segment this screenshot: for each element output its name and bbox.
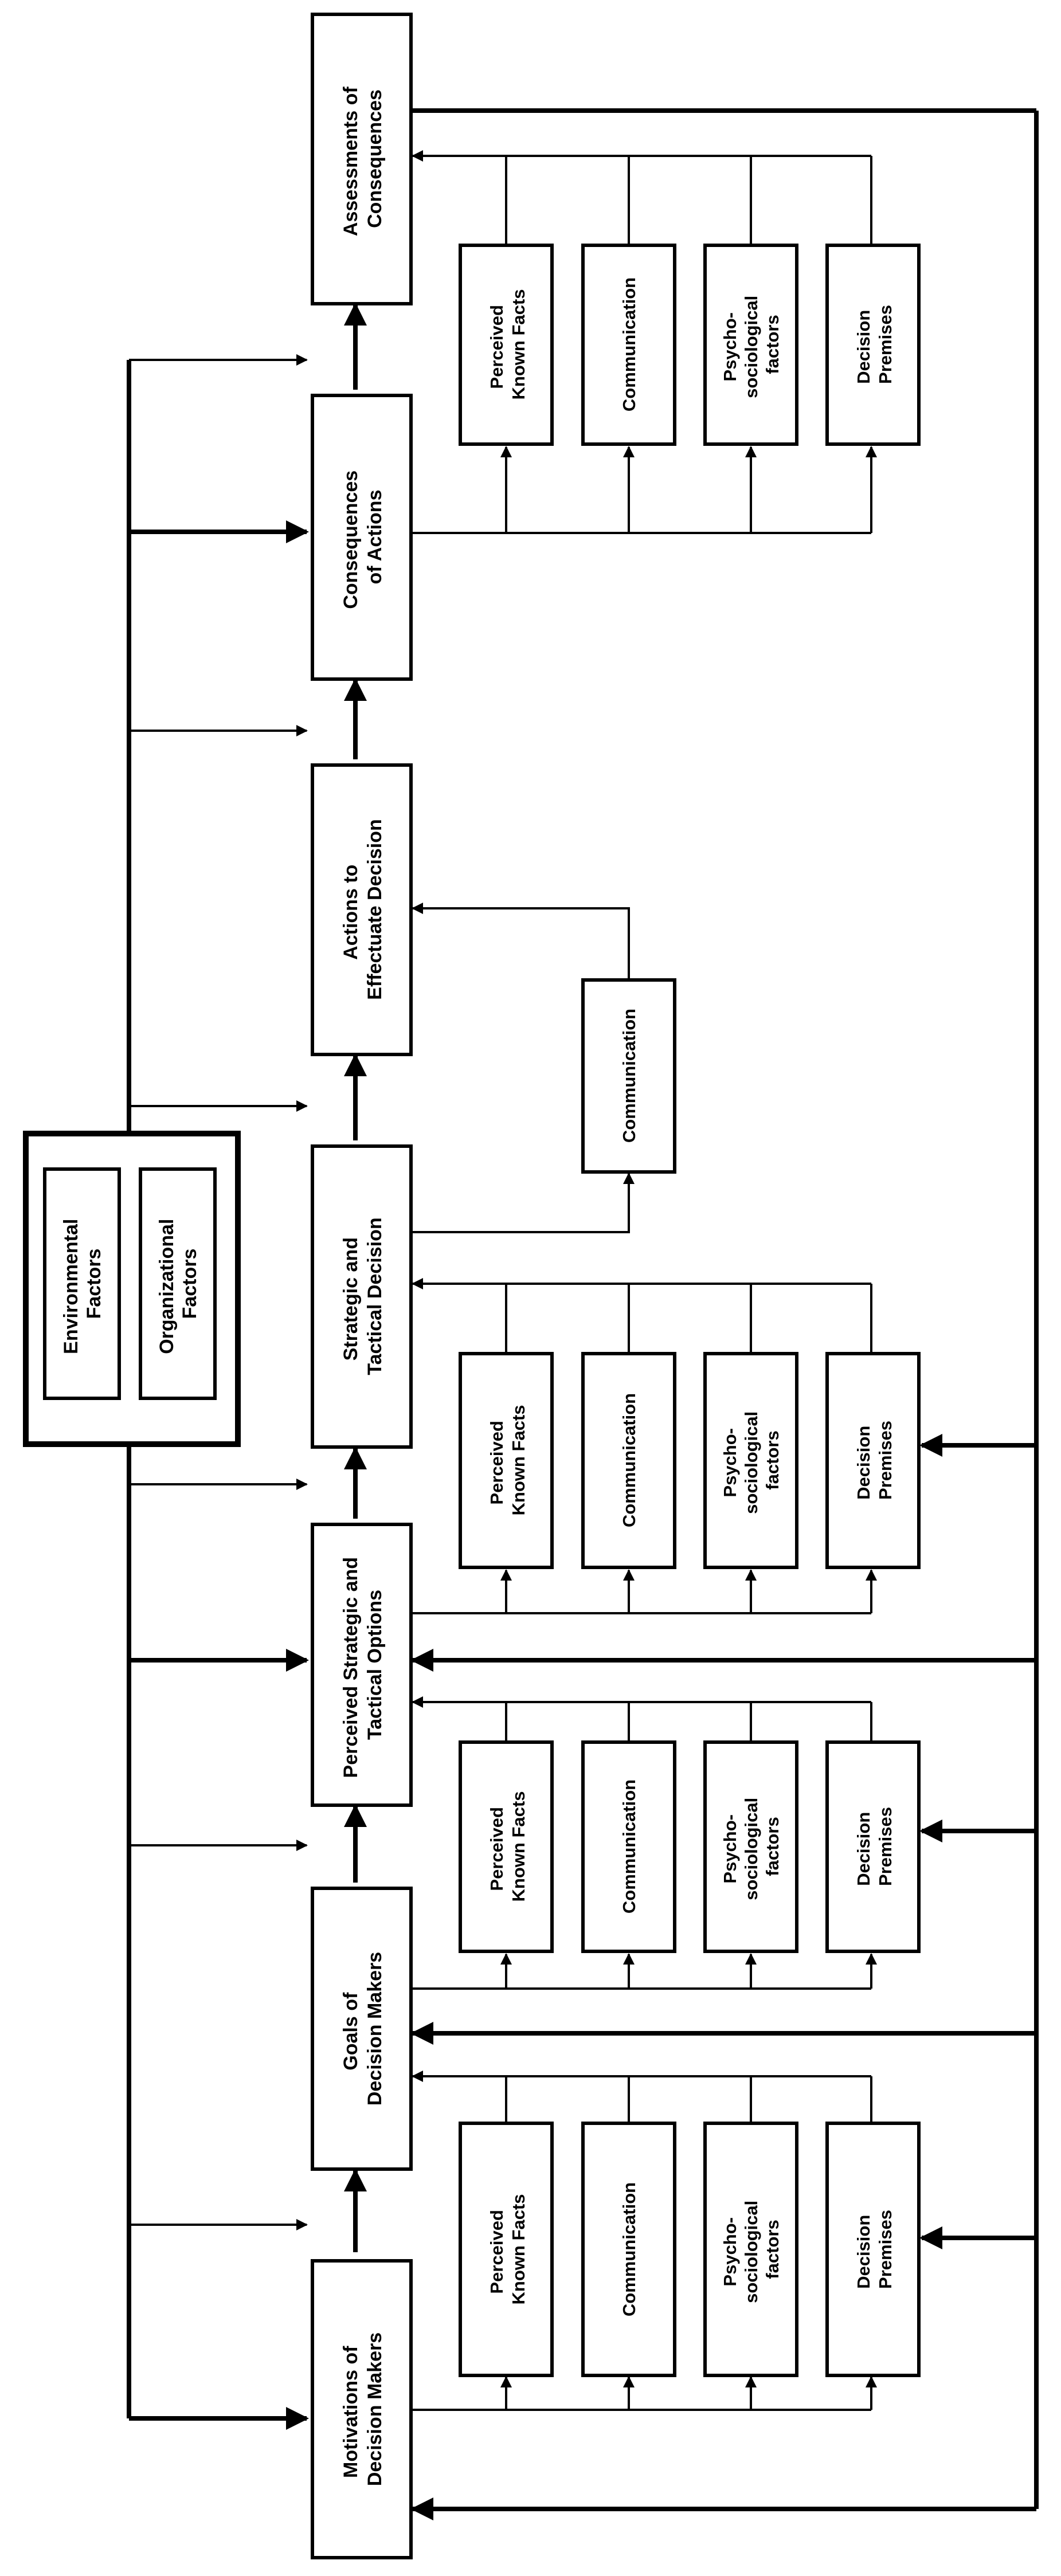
svg-text:Goals of Decision Make: Goals of Decision Makers: [340, 1952, 386, 2106]
svg-text:Decision Premises: Decision Premises: [854, 1421, 895, 1500]
factor-group-4: Perceived Known Facts Communication Psyc…: [459, 244, 921, 446]
perceived-known-facts-box: Perceived Known Facts: [459, 1740, 554, 1953]
stage-assessments: Assessments of Consequences: [311, 13, 413, 305]
svg-text:Actions to Effectuate: Actions to Effectuate Decision: [340, 819, 386, 1000]
svg-text:Perceived Strategic and: Perceived Strategic and Tactical Options: [340, 1552, 386, 1778]
communication-box: Communication: [581, 244, 676, 446]
perceived-known-facts-box: Perceived Known Facts: [459, 1352, 554, 1569]
communication-to-actions: [412, 903, 630, 979]
communication-box-decision-actions: Communication: [581, 978, 676, 1174]
svg-text:Perceived Known Facts: Perceived Known Facts: [487, 289, 528, 400]
decision-premises-box: Decision Premises: [825, 1352, 921, 1569]
decision-to-communication: [413, 1173, 635, 1233]
perceived-known-facts-box: Perceived Known Facts: [459, 244, 554, 446]
communication-box: Communication: [581, 1352, 676, 1569]
svg-text:Psycho- sociological: Psycho- sociological factors: [720, 291, 782, 398]
stage-motivations: Motivations of Decision Makers: [311, 2259, 413, 2559]
svg-text:Communication: Communication: [619, 1009, 639, 1143]
svg-text:Psycho- sociological: Psycho- sociological factors: [720, 1406, 782, 1514]
stage-boxes: Motivations of Decision Makers Goals of …: [311, 13, 413, 2559]
stage-goals: Goals of Decision Makers: [311, 1887, 413, 2171]
factor-group-3: Perceived Known Facts Communication Psyc…: [459, 1352, 921, 1569]
svg-text:Decision Premises: Decision Premises: [854, 305, 895, 384]
environmental-factors-label: Environmental Factors: [60, 1213, 105, 1354]
svg-text:Communication: Communication: [619, 1779, 639, 1914]
communication-box: Communication: [581, 2122, 676, 2377]
svg-text:Consequences of Action: Consequences of Actions: [340, 465, 386, 609]
stage-actions: Actions to Effectuate Decision: [311, 763, 413, 1056]
svg-text:Perceived Known Facts: Perceived Known Facts: [487, 1791, 528, 1902]
svg-text:Communication: Communication: [619, 2182, 639, 2316]
psycho-sociological-factors-box: Psycho- sociological factors: [703, 244, 798, 446]
connector-lines: [127, 108, 1039, 2520]
svg-text:Strategic and Tactical: Strategic and Tactical Decision: [340, 1217, 386, 1375]
stage-decision: Strategic and Tactical Decision: [311, 1144, 413, 1449]
svg-text:Assessments of Consequ: Assessments of Consequences: [340, 81, 386, 236]
svg-text:Psycho- sociological: Psycho- sociological factors: [720, 1793, 782, 1900]
organizational-factors-label: Organizational Factors: [156, 1213, 201, 1354]
svg-text:Decision Premises: Decision Premises: [854, 1807, 895, 1886]
factor-group-1: Perceived Known Facts Communication Psyc…: [459, 2122, 921, 2377]
environment-box: Environmental Factors Organizational Fac…: [23, 1131, 241, 1447]
stage-options: Perceived Strategic and Tactical Options: [311, 1523, 413, 1807]
decision-premises-box: Decision Premises: [825, 1740, 921, 1953]
psycho-sociological-factors-box: Psycho- sociological factors: [703, 1740, 798, 1953]
psycho-sociological-factors-box: Psycho- sociological factors: [703, 1352, 798, 1569]
svg-text:Communication: Communication: [619, 1393, 639, 1527]
decision-premises-box: Decision Premises: [825, 2122, 921, 2377]
communication-box: Communication: [581, 1740, 676, 1953]
svg-text:Motivations of Decisio: Motivations of Decision Makers: [340, 2332, 386, 2486]
svg-text:Psycho- sociological: Psycho- sociological factors: [720, 2195, 782, 2303]
svg-text:Perceived Known Facts: Perceived Known Facts: [487, 1405, 528, 1516]
factor-group-2: Perceived Known Facts Communication Psyc…: [459, 1740, 921, 1953]
svg-text:Perceived Known Facts: Perceived Known Facts: [487, 2194, 528, 2305]
psycho-sociological-factors-box: Psycho- sociological factors: [703, 2122, 798, 2377]
perceived-known-facts-box: Perceived Known Facts: [459, 2122, 554, 2377]
svg-text:Decision Premises: Decision Premises: [854, 2210, 895, 2289]
stage-consequences: Consequences of Actions: [311, 394, 413, 681]
svg-text:Communication: Communication: [619, 277, 639, 411]
decision-premises-box: Decision Premises: [825, 244, 921, 446]
